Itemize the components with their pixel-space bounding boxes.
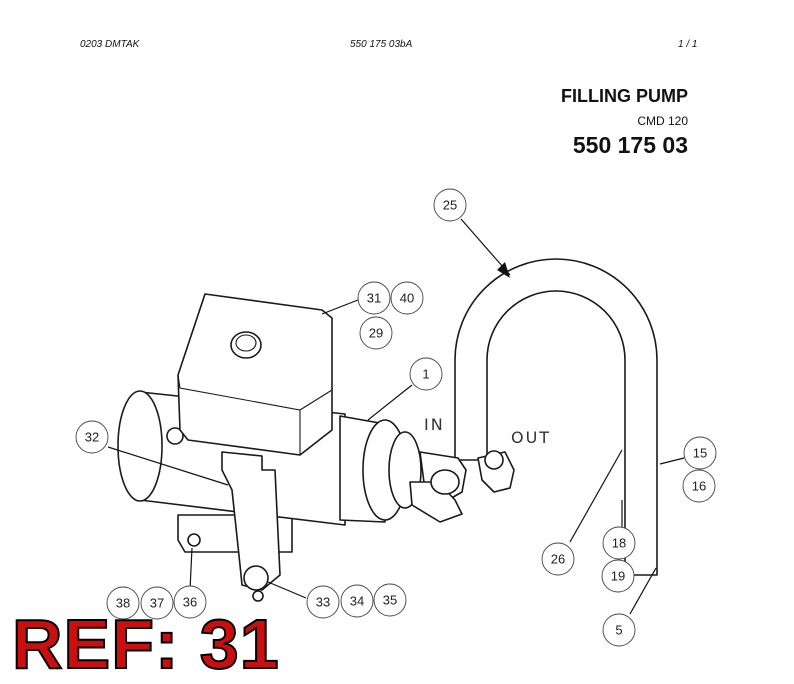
callout-40: 40 [390, 281, 424, 315]
svg-text:35: 35 [383, 593, 397, 608]
reference-label: REF: 31 [11, 604, 280, 684]
svg-text:16: 16 [692, 479, 706, 494]
outlet-label: OUT [511, 428, 551, 447]
svg-text:1: 1 [422, 367, 429, 382]
callout-33: 33 [306, 585, 340, 619]
callout-19: 19 [601, 559, 635, 593]
callout-16: 16 [682, 469, 716, 503]
svg-text:32: 32 [85, 430, 99, 445]
svg-text:36: 36 [183, 595, 197, 610]
svg-text:34: 34 [350, 594, 364, 609]
header-doc-code: 0203 DMTAK [80, 39, 140, 50]
callout-38: 38 [106, 586, 140, 620]
callout-1: 1 [409, 357, 443, 391]
header-page-count: 1 / 1 [678, 39, 698, 50]
callout-29: 29 [359, 316, 393, 350]
svg-text:15: 15 [693, 446, 707, 461]
svg-text:33: 33 [316, 595, 330, 610]
pump-assembly [117, 293, 515, 602]
header-doc-number: 550 175 03bA [350, 39, 413, 50]
part-number: 550 175 03 [572, 132, 688, 158]
callout-31: 31 [357, 281, 391, 315]
leader-lines [107, 218, 685, 615]
callout-37: 37 [140, 586, 174, 620]
svg-text:5: 5 [615, 623, 622, 638]
model-name: CMD 120 [637, 114, 688, 128]
callout-34: 34 [340, 584, 374, 618]
svg-text:37: 37 [150, 596, 164, 611]
svg-text:31: 31 [367, 291, 381, 306]
svg-text:18: 18 [612, 536, 626, 551]
callout-35: 35 [373, 583, 407, 617]
callout-26: 26 [541, 542, 575, 576]
callout-18: 18 [602, 526, 636, 560]
callout-36: 36 [173, 585, 207, 619]
inlet-label: IN [424, 415, 445, 434]
svg-text:19: 19 [611, 569, 625, 584]
svg-text:29: 29 [369, 326, 383, 341]
callout-5: 5 [602, 613, 636, 647]
hose-assembly [454, 258, 658, 576]
page-title: FILLING PUMP [561, 86, 688, 106]
callout-32: 32 [75, 420, 109, 454]
svg-text:40: 40 [400, 291, 414, 306]
svg-text:38: 38 [116, 596, 130, 611]
callout-15: 15 [683, 436, 717, 470]
svg-text:26: 26 [551, 552, 565, 567]
svg-text:25: 25 [443, 198, 457, 213]
callout-25: 25 [433, 188, 467, 222]
